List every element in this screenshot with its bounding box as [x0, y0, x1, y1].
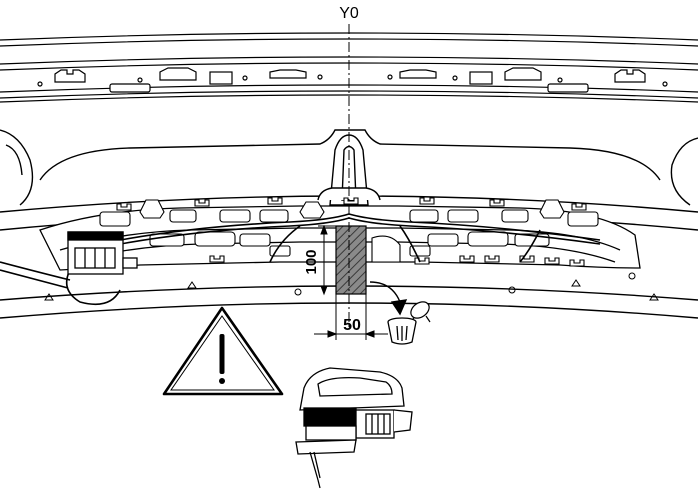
trim-clips	[116, 197, 587, 267]
jigsaw-icon	[295, 367, 413, 489]
connector-block	[67, 231, 138, 275]
discard-arrow	[369, 281, 408, 316]
upper-rail-clips	[37, 67, 668, 93]
central-spine	[317, 134, 381, 206]
trim-cutouts	[99, 209, 599, 263]
y0-axis-label: Y0	[339, 5, 359, 22]
warning-triangle-icon	[162, 306, 284, 396]
height-dimension	[318, 224, 336, 296]
height-dimension-label: 100	[303, 249, 320, 274]
trash-bin-icon	[387, 317, 417, 345]
cut-area	[335, 225, 367, 295]
width-dimension-label: 50	[343, 317, 361, 334]
panel-holes	[44, 272, 659, 301]
width-dimension	[314, 294, 388, 340]
